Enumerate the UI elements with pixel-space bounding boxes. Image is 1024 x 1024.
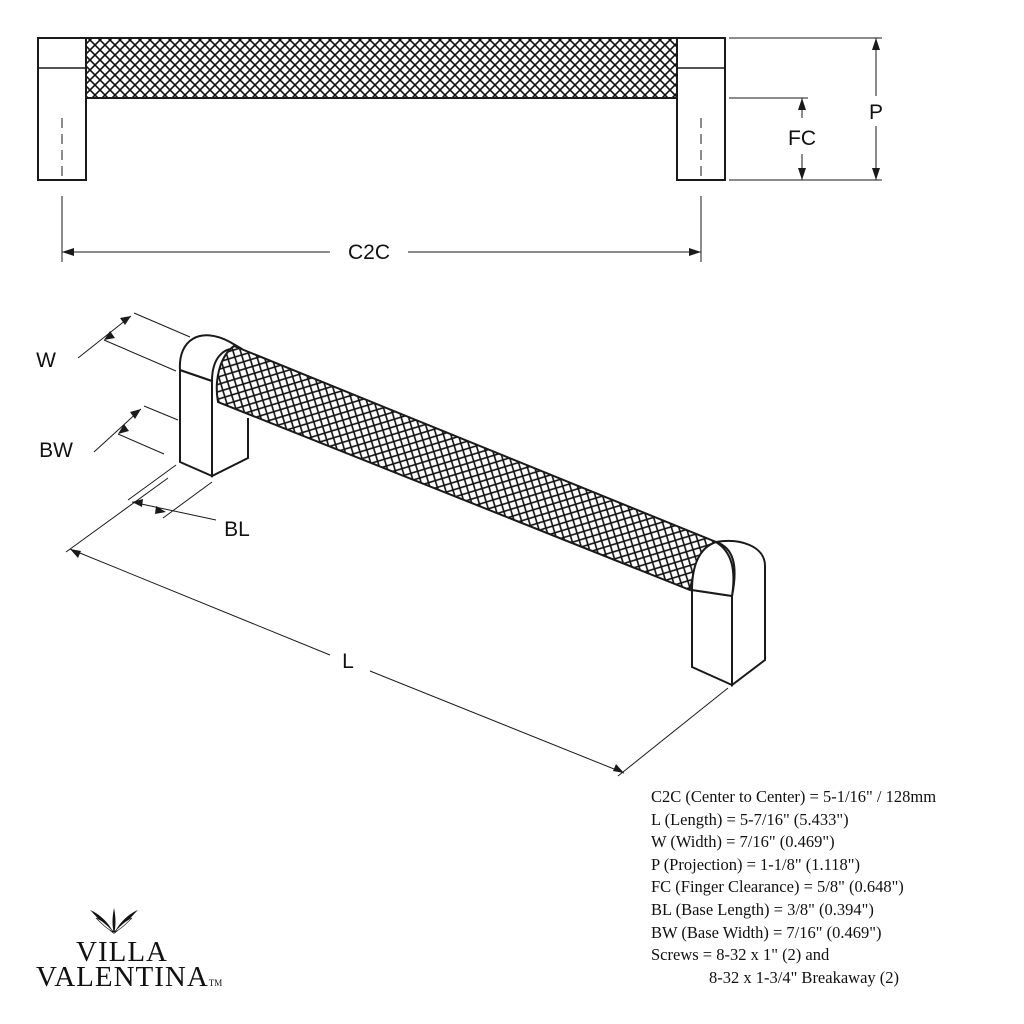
spec-screws: Screws = 8-32 x 1" (2) and	[651, 945, 830, 965]
c2c-label: C2C	[348, 241, 390, 264]
spec-base-width: BW (Base Width) = 7/16" (0.469")	[651, 922, 882, 942]
iso-left-post	[179, 368, 213, 478]
l-label: L	[342, 650, 354, 673]
spec-finger-clearance: FC (Finger Clearance) = 5/8" (0.648")	[651, 877, 904, 897]
logo-line-2-text: VALENTINA	[36, 961, 209, 993]
bl-label: BL	[224, 518, 250, 541]
p-label: P	[869, 101, 883, 124]
logo-trademark: TM	[208, 978, 223, 988]
spec-projection: P (Projection) = 1-1/8" (1.118")	[651, 854, 860, 874]
leaf-mark-icon	[90, 908, 138, 934]
spec-length: L (Length) = 5-7/16" (5.433")	[651, 809, 849, 829]
spec-list: C2C (Center to Center) = 5-1/16" / 128mm…	[651, 786, 936, 989]
logo-line-1: VILLA	[76, 936, 168, 968]
iso-right-post	[691, 588, 733, 687]
knurled-bar	[85, 37, 678, 99]
fc-label: FC	[788, 127, 816, 150]
front-view	[37, 37, 882, 262]
logo-line-2: VALENTINATM	[36, 961, 222, 994]
spec-width: W (Width) = 7/16" (0.469")	[651, 832, 835, 852]
iso-dimensions	[65, 312, 729, 777]
spec-base-length: BL (Base Length) = 3/8" (0.394")	[651, 899, 874, 919]
spec-c2c: C2C (Center to Center) = 5-1/16" / 128mm	[651, 787, 937, 806]
spec-screws-breakaway: 8-32 x 1-3/4" Breakaway (2)	[709, 967, 900, 987]
w-label: W	[36, 349, 56, 372]
bw-label: BW	[39, 439, 73, 462]
brand-logo: VILLA VALENTINATM	[36, 906, 222, 996]
iso-view	[178, 334, 766, 688]
iso-knurled-bar	[215, 344, 719, 592]
